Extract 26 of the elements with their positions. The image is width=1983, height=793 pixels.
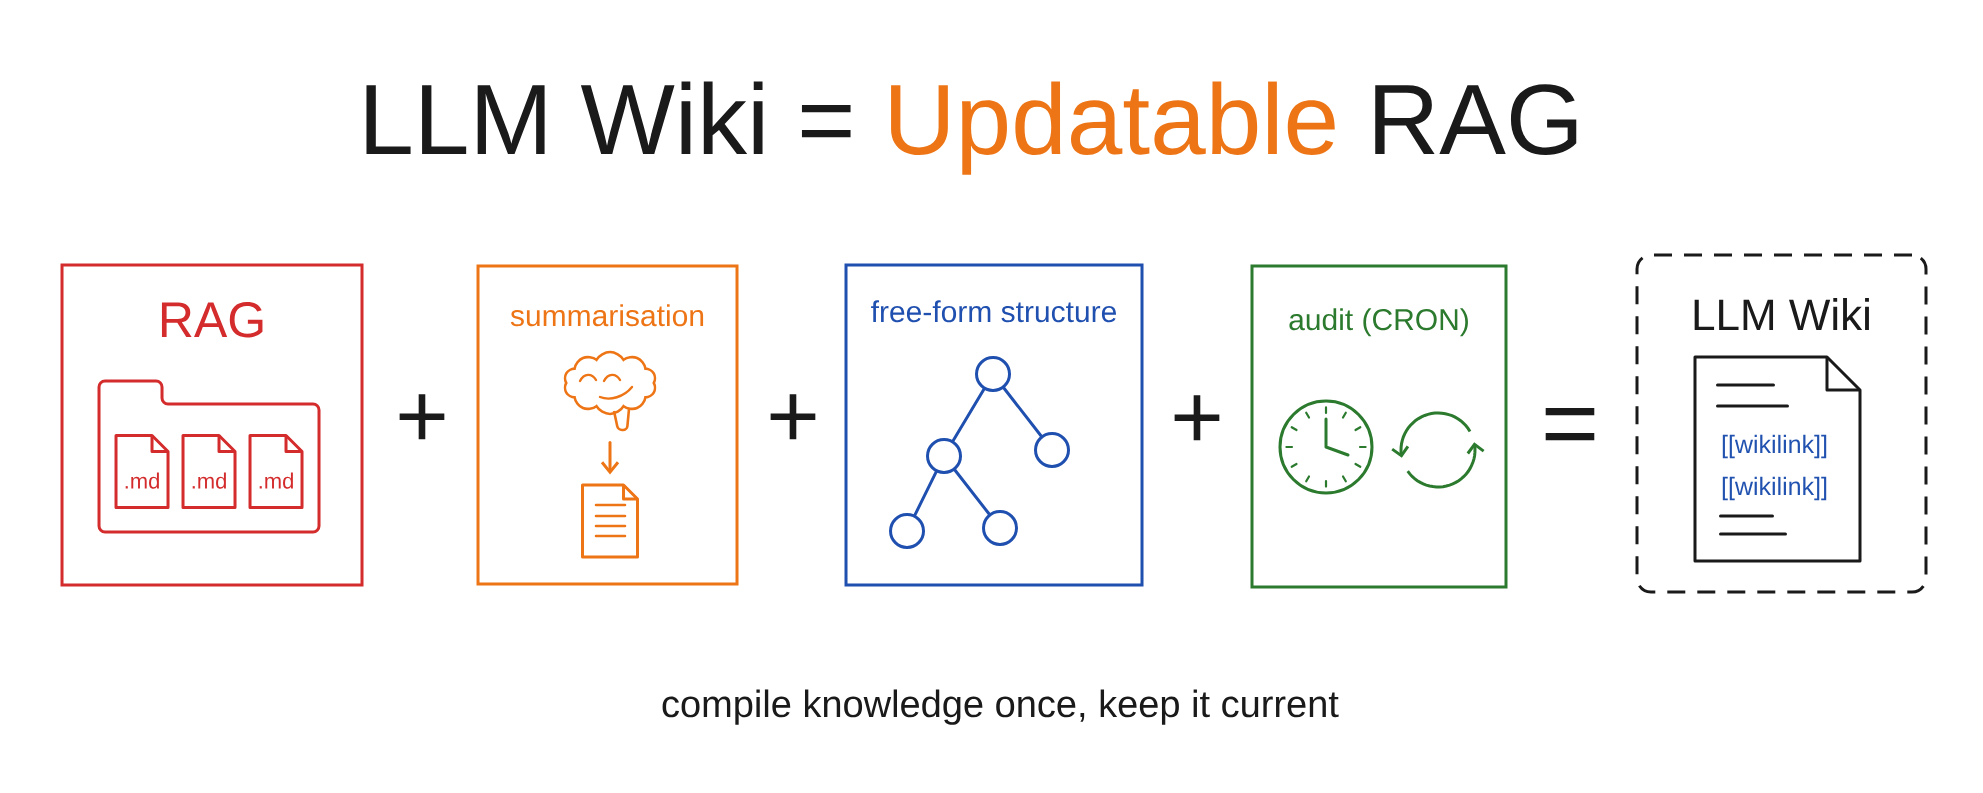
plus-sign: + [770, 394, 816, 440]
arrow [600, 440, 620, 475]
connector-line [1002, 386, 1043, 438]
titled-box: free-form structure [844, 263, 1144, 587]
plus-sign: + [1174, 395, 1220, 441]
connector-line [951, 387, 986, 443]
file-page: .md [181, 434, 237, 509]
document-icon [581, 483, 639, 559]
circle-node [975, 356, 1011, 392]
titled-box: audit (CRON) [1250, 264, 1508, 589]
connector-line [953, 468, 991, 516]
document-page: [[wikilink]] [[wikilink]] [1693, 355, 1862, 563]
brain-icon [563, 350, 657, 432]
caption: compile knowledge once, keep it current [662, 689, 1339, 725]
circle-node [982, 510, 1018, 546]
titled-box: summarisation [476, 264, 739, 586]
plus-sign: + [399, 394, 445, 440]
title: LLM Wiki = Updatable RAG [366, 81, 1577, 175]
circle-node [889, 513, 925, 549]
folder-icon [97, 379, 321, 534]
file-page: .md [248, 434, 304, 509]
circle-node [926, 438, 962, 474]
file-page: .md [114, 434, 170, 509]
connector-line [913, 470, 938, 517]
equals-sign: = [1545, 407, 1595, 441]
circle-node [1034, 432, 1070, 468]
